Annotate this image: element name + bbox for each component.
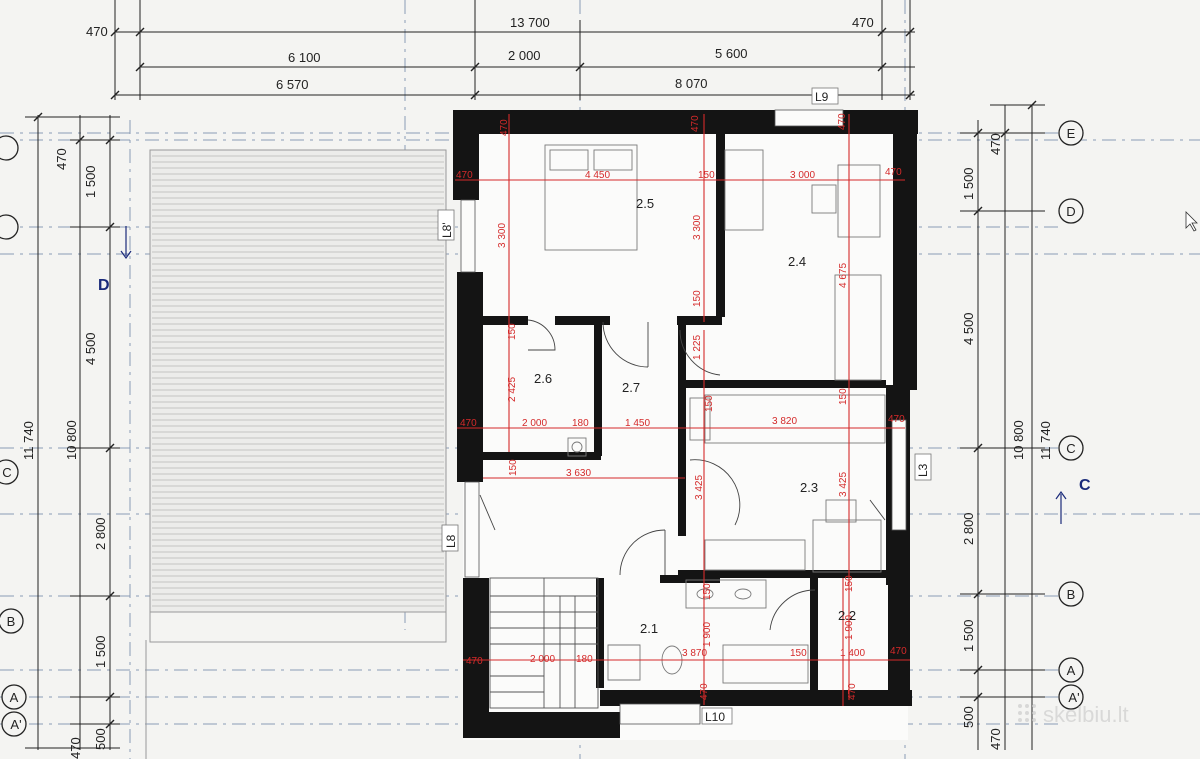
rdim-h3630: 3 630 [566,468,591,479]
rdim-v2425: 2 425 [507,377,518,402]
rdim-v150a: 150 [692,290,703,307]
dim-right-d5: 1 500 [961,619,976,652]
dim-top-right-margin: 470 [852,15,874,30]
rdim-h3000: 3 000 [790,170,815,181]
rdim-h470-r1: 470 [885,167,902,178]
rdim-h2000b: 2 000 [530,654,555,665]
dim-left-d5: 1 500 [93,635,108,668]
axis-b-left-label: B [7,614,16,629]
mouse-cursor-icon [1185,211,1198,232]
dim-left-d2: 1 500 [83,165,98,198]
room-2-7: 2.7 [622,380,640,395]
rdim-h470-l2: 470 [460,418,477,429]
axis-d-label: D [1066,204,1075,219]
dim-left-d6: 500 [93,728,108,750]
label-l8-top: L8' [440,222,454,238]
rdim-h150-2: 150 [790,648,807,659]
dim-top-seg2: 2 000 [508,48,541,63]
rdim-h180a: 180 [572,418,589,429]
dim-right-total-outer: 11 740 [1038,421,1053,460]
dim-left-total-inner: 10 800 [64,420,79,460]
label-l10: L10 [705,710,725,724]
dim-right-d3: 4 500 [961,312,976,345]
room-2-4: 2.4 [788,254,806,269]
rdim-t470a: 470 [499,119,510,136]
label-l9: L9 [815,90,829,104]
axis-c-label: C [1066,441,1075,456]
door-swings [479,319,886,631]
watermark-text: skelbiu.lt [1043,702,1129,727]
room-2-2: 2.2 [838,608,856,623]
rdim-v1900b: 1 900 [844,615,855,640]
rdim-v150b: 150 [507,323,518,340]
watermark: skelbiu.lt [1018,702,1129,727]
terrace-area [149,149,447,613]
axis-a-prime-left-label: A' [10,717,21,732]
rdim-h1400: 1 400 [840,648,865,659]
axis-e-label: E [1067,126,1076,141]
rdim-v150f: 150 [702,583,713,600]
dim-left-d7: 470 [68,737,83,759]
rdim-v3300a: 3 300 [497,223,508,248]
section-marker-c: C [1079,477,1091,494]
rdim-h4450: 4 450 [585,170,610,181]
label-l8: L8 [444,534,458,548]
rdim-h2000a: 2 000 [522,418,547,429]
dim-top-sub1: 6 570 [276,77,309,92]
dim-right-d7: 470 [988,728,1003,750]
rdim-v3425b: 3 425 [838,472,849,497]
axis-a-left-label: A [10,690,19,705]
rdim-t470c: 470 [837,113,848,130]
rdim-v470-bot1: 470 [699,683,710,700]
dim-left-total-outer: 11 740 [21,421,36,460]
rdim-h1450: 1 450 [625,418,650,429]
dim-right-d4: 2 800 [961,512,976,545]
rdim-v150g: 150 [844,575,855,592]
rdim-h470-l3: 470 [466,656,483,667]
rdim-h3870: 3 870 [682,648,707,659]
rdim-v150c: 150 [704,395,715,412]
rdim-h150-1: 150 [698,170,715,181]
axis-a-label: A [1067,663,1076,678]
rdim-v150d: 150 [508,459,519,476]
dim-top-sub2: 8 070 [675,76,708,91]
label-l3: L3 [916,463,930,477]
room-2-1: 2.1 [640,621,658,636]
dim-right-d6: 500 [961,706,976,728]
rdim-h3820: 3 820 [772,416,797,427]
red-dimension-lines [455,114,910,706]
axis-c-left-label: C [2,465,11,480]
axis-a-prime-label: A' [1068,690,1079,705]
rdim-t470b: 470 [690,115,701,132]
room-2-5: 2.5 [636,196,654,211]
rdim-v1900a: 1 900 [702,622,713,647]
rdim-v150-mid: 150 [838,388,849,405]
rdim-v3425a: 3 425 [694,475,705,500]
dim-top-seg3: 5 600 [715,46,748,61]
section-marker-d: D [98,277,110,294]
rdim-v470-bot2: 470 [847,683,858,700]
rdim-v1225: 1 225 [692,335,703,360]
rdim-v4675: 4 675 [838,263,849,288]
room-2-3: 2.3 [800,480,818,495]
axis-b-label: B [1067,587,1076,602]
dim-right-total-inner: 10 800 [1011,420,1026,460]
dim-left-d3: 4 500 [83,332,98,365]
dim-left-d1: 470 [54,148,69,170]
dim-top-left-margin: 470 [86,24,108,39]
room-2-6: 2.6 [534,371,552,386]
dim-top-overall: 13 700 [510,15,550,30]
rdim-v3300b: 3 300 [692,215,703,240]
dim-top-seg1: 6 100 [288,50,321,65]
rdim-h470-r2: 470 [888,414,905,425]
rdim-h470-l1: 470 [456,170,473,181]
rdim-h470-r3: 470 [890,646,907,657]
dim-right-d1: 470 [988,133,1003,155]
dim-right-d2: 1 500 [961,167,976,200]
dim-left-d4: 2 800 [93,517,108,550]
rdim-h180b: 180 [576,654,593,665]
